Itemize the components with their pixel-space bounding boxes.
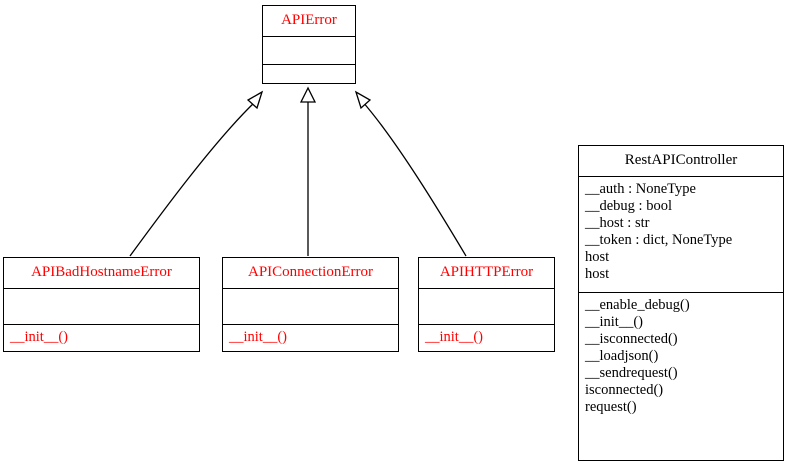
generalization-http-to-apierror [354, 90, 467, 257]
method-item: __isconnected() [585, 331, 678, 347]
method-item: __enable_debug() [585, 297, 690, 313]
method-item: __init__() [425, 329, 483, 345]
class-box-api-error[interactable]: APIError [262, 5, 356, 84]
generalization-badhostname-to-apierror [129, 90, 264, 257]
attribute-item: __token : dict, NoneType [585, 232, 733, 248]
class-box-rest-api-controller[interactable]: RestAPIController __auth : NoneType __de… [578, 145, 784, 461]
attribute-item: __debug : bool [585, 198, 672, 214]
method-item: __init__() [585, 314, 643, 330]
method-item: __loadjson() [585, 348, 659, 364]
class-methods-api-http-error: __init__() [419, 325, 554, 351]
method-item: __init__() [229, 329, 287, 345]
class-attributes-api-connection-error [223, 289, 398, 325]
class-title-rest-api-controller: RestAPIController [579, 146, 783, 177]
class-title-api-http-error: APIHTTPError [419, 258, 554, 289]
method-item: isconnected() [585, 382, 664, 398]
class-methods-api-error [263, 65, 355, 83]
class-methods-api-bad-hostname-error: __init__() [4, 325, 199, 351]
class-title-api-connection-error: APIConnectionError [223, 258, 398, 289]
attribute-item: __auth : NoneType [585, 181, 696, 197]
class-attributes-api-bad-hostname-error [4, 289, 199, 325]
attribute-item: host [585, 266, 610, 282]
attribute-item: __host : str [585, 215, 650, 231]
generalization-connection-to-apierror [299, 86, 317, 256]
method-item: __init__() [10, 329, 68, 345]
class-box-api-http-error[interactable]: APIHTTPError __init__() [418, 257, 555, 352]
class-box-api-connection-error[interactable]: APIConnectionError __init__() [222, 257, 399, 352]
class-attributes-rest-api-controller: __auth : NoneType __debug : bool __host … [579, 177, 783, 293]
attribute-item: host [585, 249, 610, 265]
method-item: __sendrequest() [585, 365, 678, 381]
class-title-api-error: APIError [263, 6, 355, 37]
class-box-api-bad-hostname-error[interactable]: APIBadHostnameError __init__() [3, 257, 200, 352]
class-title-api-bad-hostname-error: APIBadHostnameError [4, 258, 199, 289]
class-attributes-api-error [263, 37, 355, 65]
class-methods-api-connection-error: __init__() [223, 325, 398, 351]
class-attributes-api-http-error [419, 289, 554, 325]
method-item: request() [585, 399, 637, 415]
class-methods-rest-api-controller: __enable_debug() __init__() __isconnecte… [579, 293, 783, 460]
